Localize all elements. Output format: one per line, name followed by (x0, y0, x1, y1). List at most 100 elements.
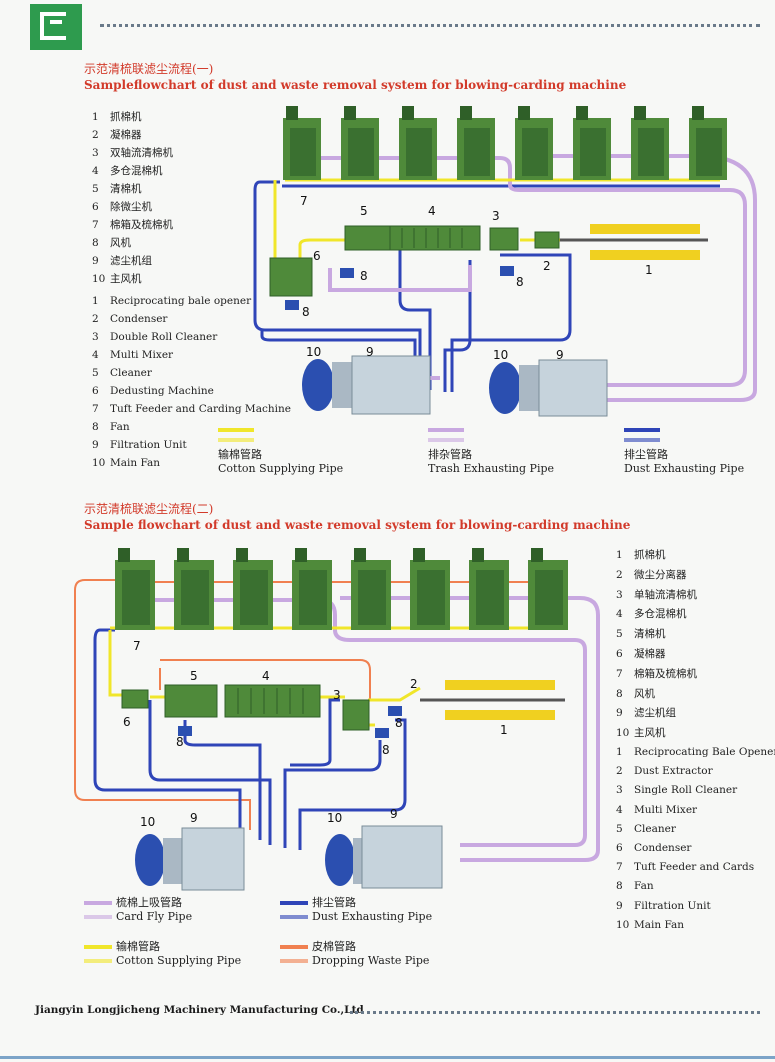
legend-number: 2 (616, 568, 623, 581)
d1-card-8 (689, 106, 727, 180)
legend-text: Filtration Unit (634, 899, 711, 912)
legend-number: 8 (92, 237, 99, 249)
legend-number: 4 (92, 349, 99, 361)
top-dotted-divider (100, 24, 760, 27)
d1-fan-8b (500, 266, 514, 276)
cardfly-pipe-en: Card Fly Pipe (116, 910, 193, 923)
d1-label-3: 3 (492, 209, 500, 223)
d2-fan-8c (375, 728, 389, 738)
bottom-rule (0, 1056, 775, 1059)
legend-number: 6 (92, 201, 99, 213)
diagram1-title-en: Sampleflowchart of dust and waste remova… (84, 78, 627, 92)
d1-bale-track-bottom (590, 250, 700, 260)
d1-label-7: 7 (300, 194, 308, 208)
d2-label-10b: 10 (327, 811, 342, 825)
legend-number: 3 (616, 588, 623, 601)
trash-pipe-swatch-2 (428, 438, 464, 442)
legend-number: 4 (616, 608, 623, 621)
legend-number: 5 (616, 822, 623, 835)
d2-label-8a: 8 (176, 735, 184, 749)
d1-label-2: 2 (543, 259, 551, 273)
legend-text: 多仓混棉机 (634, 608, 687, 621)
legend-number: 5 (616, 628, 623, 641)
legend-text: Tuft Feeder and Carding Machine (110, 403, 291, 415)
dust-pipe-en: Dust Exhausting Pipe (624, 462, 745, 475)
cotton-pipe-cn: 输棉管路 (218, 448, 262, 461)
legend-text: 抓棉机 (110, 111, 142, 123)
d1-label-9b: 9 (556, 348, 564, 362)
legend-text: 清棉机 (634, 628, 666, 641)
diagram1-pipe-cotton: 输棉管路 Cotton Supplying Pipe (218, 428, 343, 476)
legend-text: Reciprocating bale opener (110, 295, 252, 307)
legend-row: 5 Cleaner (92, 364, 291, 382)
legend-number: 1 (616, 746, 623, 758)
d2-main-fan-10a (135, 834, 165, 886)
d1-multi-mixer-4 (389, 225, 481, 251)
diagram1-pipe-trash: 排杂管路 Trash Exhausting Pipe (428, 428, 554, 476)
d2-cardfly-pipes (120, 596, 600, 862)
d1-fan-8c (285, 300, 299, 310)
legend-number: 10 (616, 918, 630, 931)
d1-dedusting-machine-6 (269, 257, 313, 297)
legend-number: 6 (616, 842, 623, 855)
waste-pipe-en: Dropping Waste Pipe (312, 954, 430, 967)
legend-text: 风机 (634, 687, 655, 700)
d2-label-1: 1 (500, 723, 508, 737)
d2-card-2 (174, 548, 214, 630)
d2-condenser-6 (121, 689, 149, 709)
d1-filter-group-right (489, 359, 608, 417)
legend-number: 4 (616, 803, 623, 816)
legend-row: 7 Tuft Feeder and Carding Machine (92, 400, 291, 418)
d2-card-6 (410, 548, 450, 630)
legend-number: 9 (92, 255, 99, 267)
legend-number: 2 (92, 313, 99, 325)
d2-label-9a: 9 (190, 811, 198, 825)
legend-text: Dedusting Machine (110, 385, 214, 397)
d2-mixer-ribs (237, 688, 304, 714)
d2-filter-group-right (325, 825, 443, 889)
legend-number: 3 (92, 147, 99, 159)
legend-text: Dust Extractor (634, 765, 713, 778)
legend-text: 多仓混棉机 (110, 165, 163, 177)
diagram1-graphics: 7 5 4 3 2 1 6 8 8 8 10 9 10 9 (253, 106, 757, 417)
d2-fan-8a (178, 726, 192, 736)
d2-label-2: 2 (410, 677, 418, 691)
d2-carding-machines (115, 548, 568, 630)
diagram2-pipe-cardfly: 梳棉上吸管路 Card Fly Pipe (84, 896, 192, 924)
legend-number: 5 (92, 183, 99, 195)
legend-text: 微尘分离器 (634, 568, 687, 581)
d1-main-fan-10a (302, 359, 334, 411)
d2-label-10a: 10 (140, 815, 155, 829)
legend-number: 7 (92, 403, 99, 415)
legend-row: 2 微尘分离器 (616, 566, 697, 586)
dust2-pipe-swatch (280, 901, 308, 905)
legend-number: 9 (616, 707, 623, 720)
diagram2-pipe-waste: 皮棉管路 Dropping Waste Pipe (280, 940, 429, 968)
legend-text: Cleaner (110, 367, 152, 379)
legend-number: 9 (616, 899, 623, 912)
logo-bar (50, 20, 62, 24)
d2-card-4 (292, 548, 332, 630)
d2-label-8b: 8 (395, 716, 403, 730)
dust2-pipe-swatch-2 (280, 915, 308, 919)
legend-number: 5 (92, 367, 99, 379)
d1-card-6 (573, 106, 611, 180)
legend-number: 4 (92, 165, 99, 177)
